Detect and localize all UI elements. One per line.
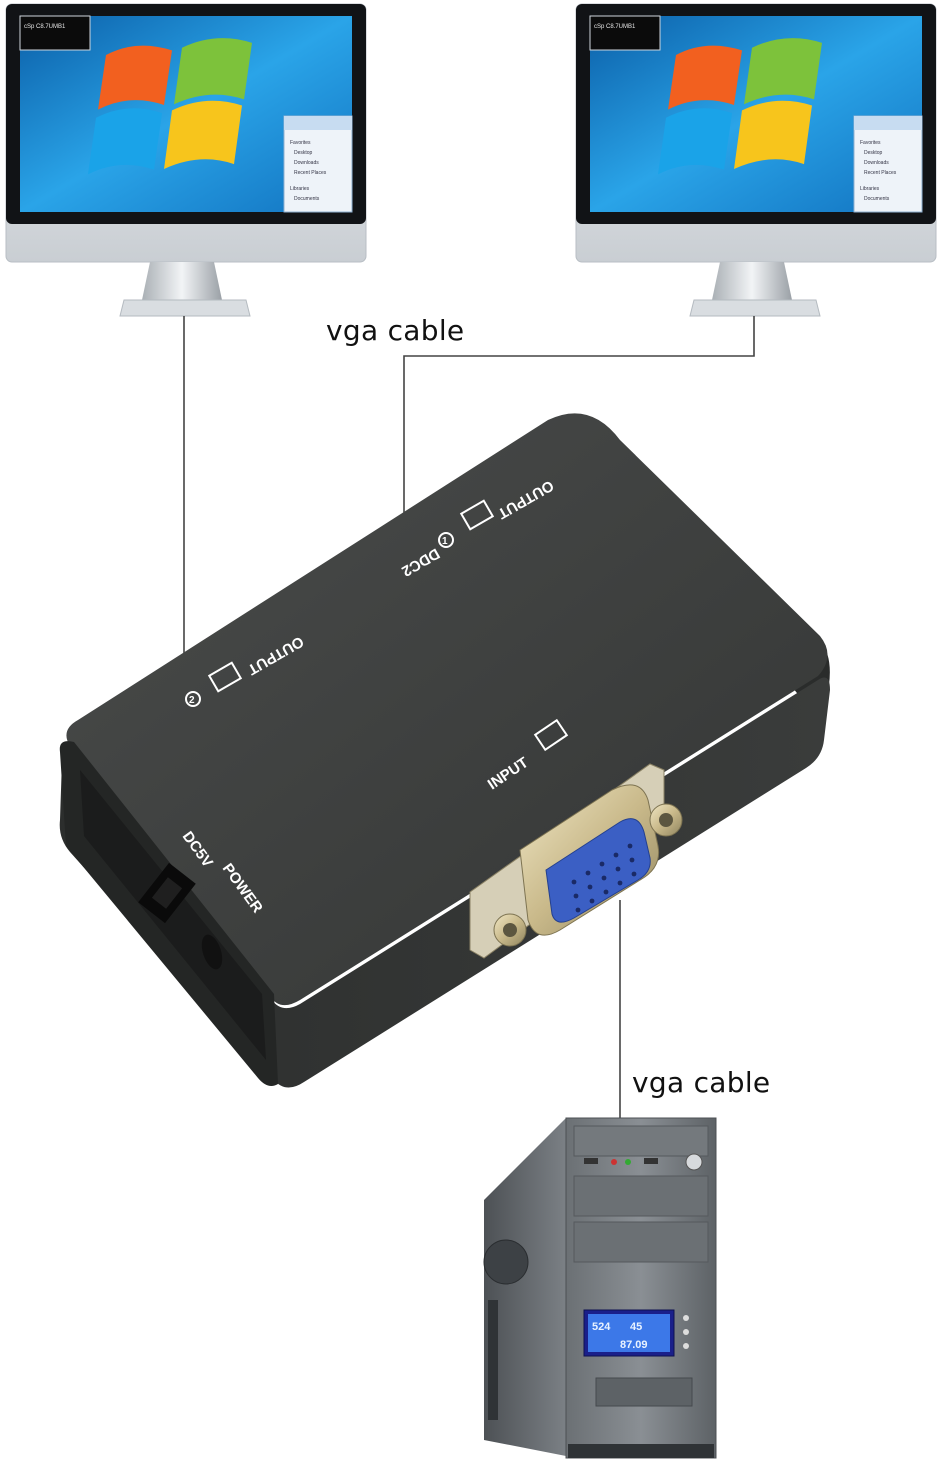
- left-explorer-item-3: Recent Places: [294, 170, 327, 176]
- left-explorer-item-2: Downloads: [294, 160, 319, 166]
- right-explorer-item-1: Desktop: [864, 150, 883, 156]
- output-2-number: 2: [189, 695, 195, 706]
- vga-input-port: [469, 763, 683, 959]
- monitor-left: cSp C8.7UMB1 Favorites Desktop Downloads…: [5, 3, 367, 317]
- monitor-left-console-text: cSp C8.7UMB1: [24, 24, 66, 30]
- pc-tower: 524 45 87.09: [483, 1117, 717, 1459]
- right-explorer-item-0: Favorites: [860, 140, 881, 146]
- left-explorer-item-1: Desktop: [294, 150, 313, 156]
- right-explorer-item-5: Documents: [864, 196, 890, 202]
- pc-lcd-reading-top: 524: [592, 1321, 611, 1333]
- monitor-icon: [207, 499, 569, 752]
- power-led: [201, 934, 223, 970]
- pc-lcd-reading-bottom: 87.09: [620, 1339, 648, 1351]
- monitor-right-console-text: cSp C8.7UMB1: [594, 24, 636, 30]
- right-explorer-item-2: Downloads: [864, 160, 889, 166]
- vga-cable-label-bottom: vga cable: [632, 1066, 771, 1099]
- monitor-right: cSp C8.7UMB1 Favorites Desktop Downloads…: [575, 3, 937, 317]
- left-explorer-item-4: Libraries: [290, 186, 310, 192]
- output-1-number-circle: [438, 532, 454, 548]
- vga-cable-label-top: vga cable: [326, 314, 465, 347]
- left-explorer-item-5: Documents: [294, 196, 320, 202]
- output-2-number-circle: [185, 691, 201, 707]
- pc-lcd-reading-top-2: 45: [630, 1321, 642, 1333]
- right-explorer-item-3: Recent Places: [864, 170, 897, 176]
- vga-cables: [183, 316, 755, 1118]
- vga-splitter: OUTPUT DDC2 OUTPUT INPUT DC5V POWER 1 2: [59, 413, 830, 1088]
- left-explorer-item-0: Favorites: [290, 140, 311, 146]
- cable-right: [403, 316, 755, 522]
- output-1-number: 1: [442, 536, 448, 547]
- right-explorer-item-4: Libraries: [860, 186, 880, 192]
